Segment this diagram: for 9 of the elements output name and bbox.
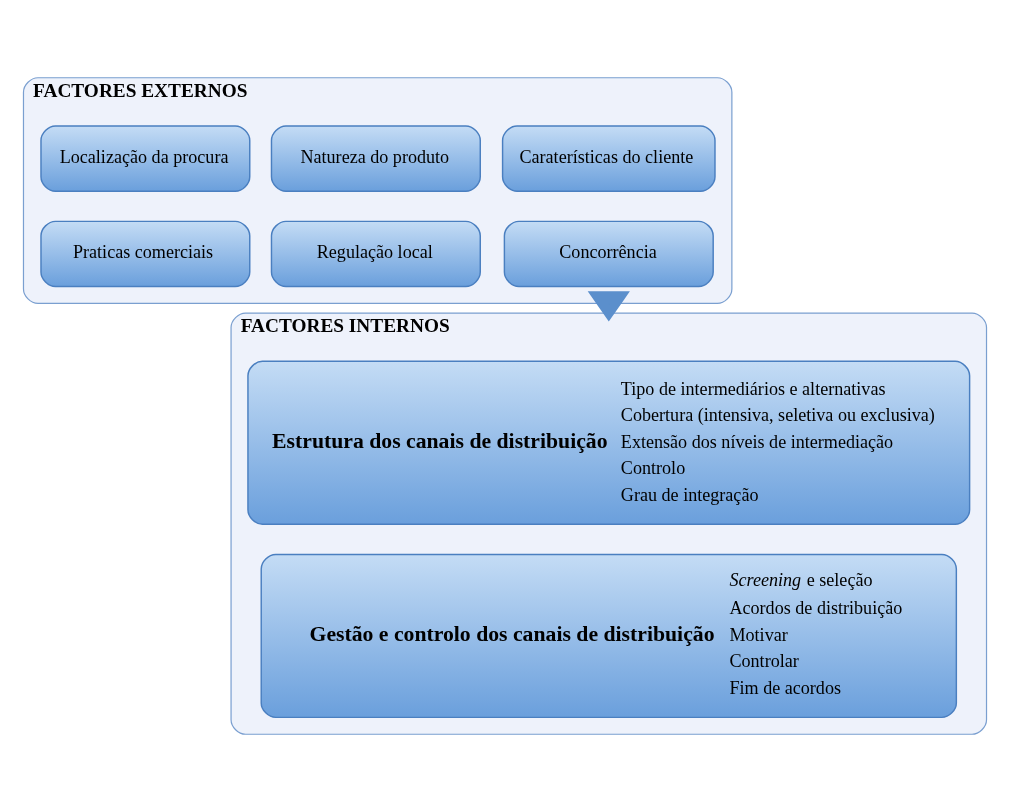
node-box: Praticas comerciais	[39, 220, 250, 288]
node-box: Estrutura dos canais de distribuição Tipo de intermediários e alternativas Cobertura (intensiva, seletiva ou exclusiva) Extensão dos níveis de intermediação Controlo Grau de integração	[246, 360, 970, 525]
node-box: Localização da procura	[39, 125, 250, 192]
node-box: Caraterísticas do cliente	[501, 125, 716, 192]
node-box: Natureza do produto	[270, 125, 481, 192]
arrow	[587, 291, 630, 322]
node-box: Concorrência	[503, 220, 714, 288]
node-box: Gestão e controlo dos canais de distribuição Screening e seleção Acordos de distribuição Motivar Controlar Fim de acordos	[260, 553, 957, 719]
node-box: Regulação local	[270, 220, 481, 288]
